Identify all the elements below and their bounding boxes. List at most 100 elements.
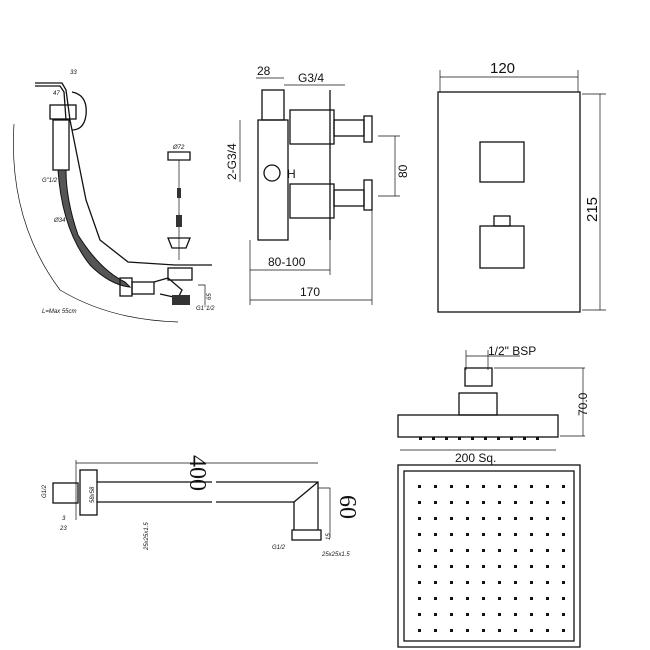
side-nozzles <box>419 437 539 440</box>
plate-width-label: 120 <box>490 60 515 77</box>
nozzle <box>536 437 539 440</box>
nozzle <box>498 565 501 568</box>
thread-2-g34-label: 2-G3/4 <box>225 143 239 180</box>
nozzle <box>471 437 474 440</box>
bath-rim-outline <box>35 82 212 266</box>
nozzle <box>466 485 469 488</box>
length-dim-arc <box>13 123 179 323</box>
nozzle <box>418 501 421 504</box>
nozzle <box>466 549 469 552</box>
nozzle <box>484 437 487 440</box>
nozzle <box>546 485 549 488</box>
overflow-body <box>49 104 77 120</box>
nozzle <box>418 485 421 488</box>
height-65-label: 65 <box>207 293 213 300</box>
nozzle <box>562 613 565 616</box>
nozzle <box>562 533 565 536</box>
nozzle <box>466 565 469 568</box>
nozzle <box>562 517 565 520</box>
nozzle <box>498 629 501 632</box>
nozzle <box>498 613 501 616</box>
valve-body <box>257 119 289 241</box>
nozzle <box>482 485 485 488</box>
nozzle <box>514 565 517 568</box>
dim-15-label: 15 <box>326 533 332 540</box>
nozzle <box>466 613 469 616</box>
nozzle <box>546 629 549 632</box>
nozzle <box>482 565 485 568</box>
overflow-cover <box>71 91 87 131</box>
nozzle <box>546 533 549 536</box>
nozzle <box>466 629 469 632</box>
nozzle <box>530 533 533 536</box>
hose-diameter-label: Ø34 <box>53 218 66 224</box>
nozzle <box>546 613 549 616</box>
nozzle <box>514 629 517 632</box>
nozzle <box>514 613 517 616</box>
nozzle <box>530 613 533 616</box>
nozzle <box>482 517 485 520</box>
nozzle <box>450 597 453 600</box>
top-control-square <box>479 141 525 183</box>
nozzle <box>418 597 421 600</box>
hot-mark: H <box>287 167 296 181</box>
nozzle <box>546 597 549 600</box>
flexible-hose <box>57 169 132 288</box>
dim-28-label: 28 <box>257 64 271 78</box>
nozzle <box>450 613 453 616</box>
nozzle <box>514 501 517 504</box>
nozzle <box>514 597 517 600</box>
thread-inlet-label: G"1/2 <box>42 178 58 184</box>
depth-range-label: 80-100 <box>268 255 306 269</box>
nozzle <box>562 629 565 632</box>
nozzle <box>466 533 469 536</box>
nozzle <box>482 581 485 584</box>
bottom-control-square <box>479 225 525 269</box>
nozzle <box>482 597 485 600</box>
arm-tube <box>97 481 319 530</box>
head-connector <box>464 367 493 387</box>
nozzle <box>514 581 517 584</box>
nozzle <box>482 501 485 504</box>
nozzle <box>466 581 469 584</box>
nozzle <box>419 437 422 440</box>
nozzle <box>498 533 501 536</box>
nozzle <box>450 581 453 584</box>
nozzle <box>546 549 549 552</box>
dim-23-label: 23 <box>59 526 67 532</box>
length-note: L=Max 55cm <box>42 309 77 315</box>
nozzle <box>497 437 500 440</box>
nozzle <box>434 613 437 616</box>
valve-plate-drawing: 120 215 <box>437 60 606 313</box>
shower-arm-drawing: 400 60 G1/2 58x58 3 23 25x25x1.5 G1/2 15… <box>42 455 360 558</box>
nozzle <box>418 581 421 584</box>
head-height-label: 70.0 <box>576 392 590 416</box>
nozzle <box>450 549 453 552</box>
dim-33-label: 33 <box>70 70 77 76</box>
nozzle <box>450 501 453 504</box>
wall-flange <box>79 469 98 516</box>
head-size-label: 200 Sq. <box>455 451 496 465</box>
nozzle <box>546 581 549 584</box>
nozzle <box>482 549 485 552</box>
nozzle <box>434 485 437 488</box>
nozzle <box>458 437 461 440</box>
nozzle <box>418 533 421 536</box>
nozzle <box>482 629 485 632</box>
nozzle <box>466 517 469 520</box>
thread-g34-label: G3/4 <box>298 71 324 85</box>
nozzle <box>510 437 513 440</box>
nozzle <box>418 629 421 632</box>
nozzle <box>418 613 421 616</box>
nozzle <box>434 597 437 600</box>
nozzle <box>466 597 469 600</box>
nozzle <box>530 549 533 552</box>
nozzle <box>498 597 501 600</box>
thread-outlet-label: G1"1/2 <box>196 306 215 312</box>
nozzle <box>418 517 421 520</box>
plate-height-label: 215 <box>584 197 601 222</box>
valve-side-drawing: H 28 G3/4 2-G3/4 80 80-100 170 <box>225 64 410 305</box>
nozzle <box>482 533 485 536</box>
nozzle <box>562 597 565 600</box>
face-nozzles <box>418 485 565 632</box>
